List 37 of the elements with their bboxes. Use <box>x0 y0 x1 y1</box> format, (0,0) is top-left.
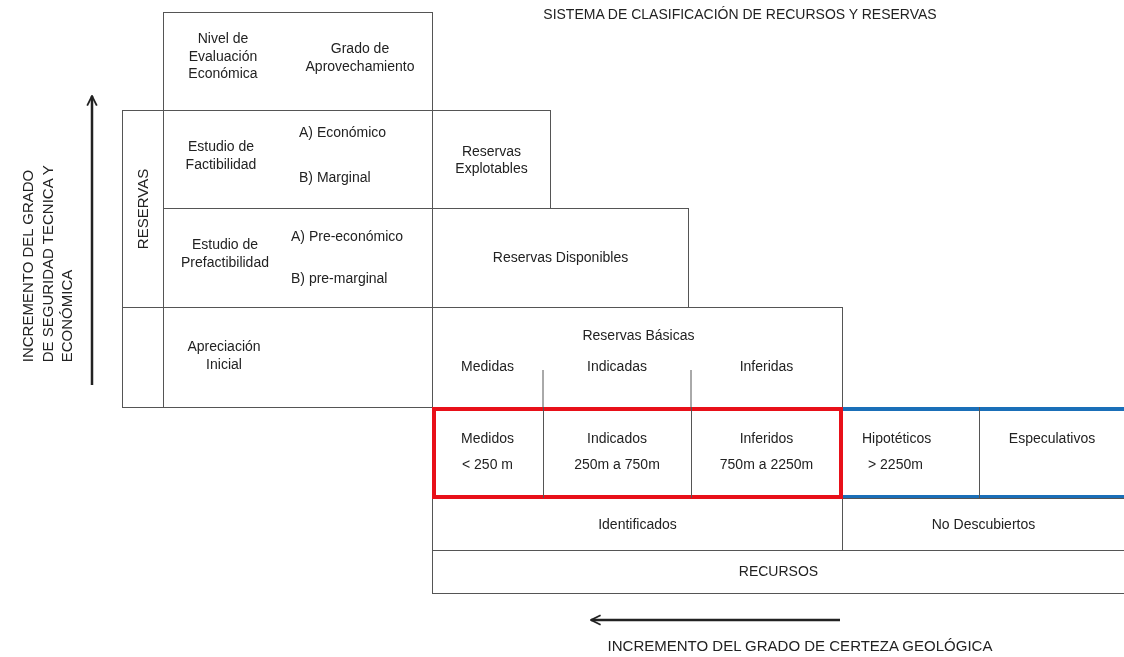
table-text: Reservas Explotables <box>454 142 529 177</box>
axis-label: INCREMENTO DEL GRADO DE CERTEZA GEOLÓGICA <box>606 636 994 656</box>
table-text: RECURSOS <box>737 563 820 581</box>
table-text: 250m a 750m <box>573 456 661 474</box>
table-text: B) Marginal <box>299 169 372 187</box>
table-text: Apreciación Inicial <box>186 338 262 373</box>
table-text: > 2250m <box>868 456 924 474</box>
table-text: Hipotéticos <box>862 430 933 448</box>
diagram-title: SISTEMA DE CLASIFICACIÓN DE RECURSOS Y RESERVAS <box>542 6 938 24</box>
table-cell <box>432 110 551 209</box>
table-text: 750m a 2250m <box>718 456 815 474</box>
table-cell <box>432 550 1124 594</box>
table-cell <box>122 307 164 408</box>
table-cell <box>122 110 164 308</box>
table-text: No Descubiertos <box>930 515 1037 534</box>
table-text: A) Pre-económico <box>291 228 405 246</box>
table-text: Estudio de Factibilidad <box>184 138 258 173</box>
table-text: Inferidos <box>738 430 795 448</box>
table-text: Indicados <box>586 430 648 448</box>
table-cell <box>163 12 433 111</box>
table-text: A) Económico <box>299 124 388 142</box>
table-text: Medidos <box>460 430 515 448</box>
vertical-label: RESERVAS <box>133 168 152 250</box>
table-text: < 250 m <box>461 456 514 474</box>
column-heading: Grado de Aprovechamiento <box>304 40 416 75</box>
table-text: Reservas Disponibles <box>491 249 630 267</box>
table-text: Inferidas <box>738 358 795 376</box>
table-text: Reservas Básicas <box>581 327 696 345</box>
table-text: Estudio de Prefactibilidad <box>180 236 270 271</box>
column-heading: Nivel de Evaluación Económica <box>187 30 259 83</box>
axis-label: INCREMENTO DEL GRADO DE SEGURIDAD TECNICA Y ECONÓMICA <box>17 164 76 363</box>
table-text: Indicadas <box>586 358 648 376</box>
table-text: Especulativos <box>1007 430 1097 448</box>
table-text: B) pre-marginal <box>291 270 389 288</box>
table-text: Identificados <box>597 515 678 534</box>
table-text: Medidas <box>460 358 515 376</box>
highlight-frame <box>432 407 843 499</box>
